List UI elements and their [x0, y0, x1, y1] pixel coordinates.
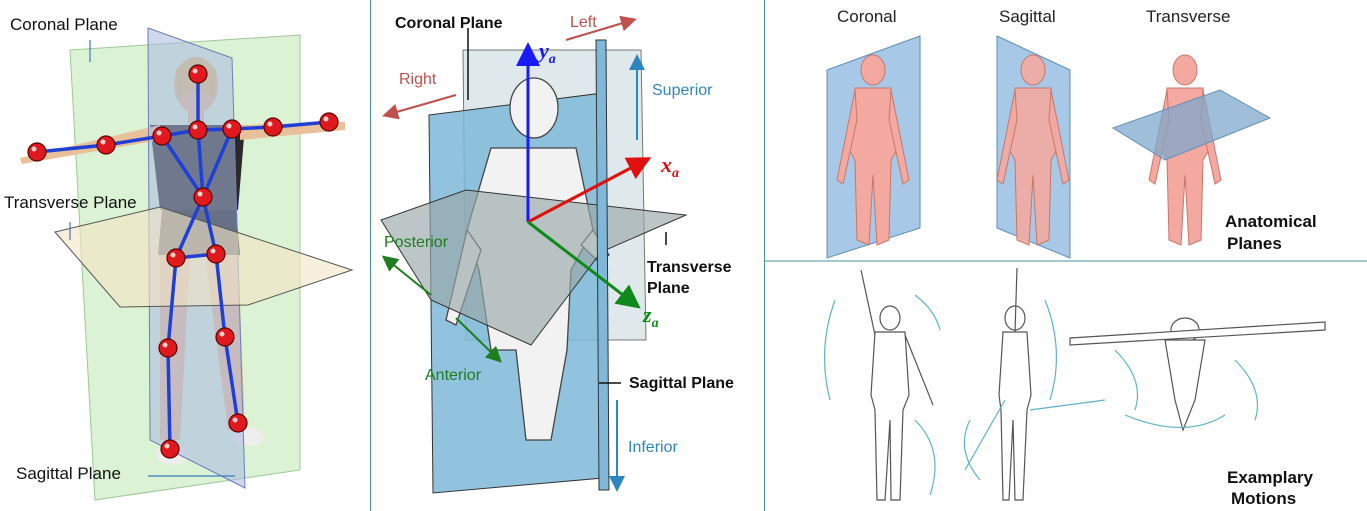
motion-coronal-figure — [823, 269, 941, 501]
anatomical-planes-label-1: Anatomical — [1225, 212, 1317, 231]
bone-lsh-spine — [160, 135, 205, 198]
joint-highlight-neck — [192, 124, 198, 130]
axes-figure: Coronal Plane Transverse Plane Sagittal … — [380, 14, 734, 494]
dir-superior-label: Superior — [652, 82, 713, 99]
joint-highlight-lan — [164, 443, 170, 449]
sagittal-example — [996, 35, 1071, 259]
exemplary-motions-label-1: Examplary — [1227, 468, 1314, 487]
joint-rsh — [222, 119, 242, 139]
joint-highlight-lsh — [156, 130, 162, 136]
joint-ran — [228, 413, 248, 433]
joint-highlight-lhip — [170, 252, 176, 258]
transverse-example — [1111, 54, 1272, 246]
joint-lkn — [158, 338, 178, 358]
mid-transverse-label-2: Plane — [647, 280, 690, 297]
dir-inferior-label: Inferior — [628, 439, 678, 456]
motion-transverse-figure — [1069, 317, 1326, 432]
joint-lel — [96, 135, 116, 155]
exemplary-motions-label-2: Motions — [1231, 489, 1296, 508]
joint-highlight-rwr — [323, 116, 329, 122]
joint-rel — [263, 117, 283, 137]
mid-sagittal-label: Sagittal Plane — [629, 375, 734, 392]
anatomical-planes-panel: Coronal Sagittal Transverse Anatomical P… — [765, 0, 1367, 511]
axis-x-label: xa — [660, 152, 679, 181]
left-coronal-label: Coronal Plane — [10, 15, 118, 34]
divider-right — [764, 0, 765, 511]
joint-neck — [188, 120, 208, 140]
dir-right-label: Right — [399, 71, 437, 88]
joint-lan — [160, 439, 180, 459]
joint-rkn — [215, 327, 235, 347]
left-transverse-label: Transverse Plane — [4, 193, 137, 212]
joint-spine — [193, 187, 213, 207]
joint-highlight-rkn — [219, 331, 225, 337]
left-sagittal-label: Sagittal Plane — [16, 464, 121, 483]
joint-lsh — [152, 126, 172, 146]
bone-rkn-ran — [223, 336, 240, 424]
joint-lwr — [27, 142, 47, 162]
right-coronal-label: Coronal — [837, 7, 897, 26]
bone-spine-rhip — [201, 196, 218, 255]
anatomical-figure: Coronal Sagittal Transverse Anatomical P… — [765, 7, 1367, 508]
joint-highlight-lel — [100, 139, 106, 145]
joint-rhip — [206, 244, 226, 264]
bone-neck-spine — [196, 129, 205, 198]
joint-lhip — [166, 248, 186, 268]
bone-rhip-rkn — [214, 253, 227, 338]
anatomical-planes-label-2: Planes — [1227, 234, 1282, 253]
exemplary-motion-sketches — [823, 267, 1326, 501]
coronal-example — [826, 35, 921, 259]
dir-anterior-label: Anterior — [425, 367, 482, 384]
bone-lkn-lan — [166, 347, 172, 450]
axes-planes-panel: Coronal Plane Transverse Plane Sagittal … — [371, 0, 764, 511]
joint-highlight-rsh — [226, 123, 232, 129]
joint-highlight-rel — [267, 121, 273, 127]
joint-highlight-lkn — [162, 342, 168, 348]
right-sagittal-label: Sagittal — [999, 7, 1056, 26]
bone-lel-lwr — [36, 143, 107, 154]
joint-highlight-spine — [197, 191, 203, 197]
axis-z-label: za — [642, 302, 659, 331]
dir-posterior-label: Posterior — [384, 234, 449, 251]
motion-sagittal-figure — [963, 267, 1106, 501]
joint-rwr — [319, 112, 339, 132]
skeleton-joints — [27, 64, 339, 459]
mid-coronal-label: Coronal Plane — [395, 15, 503, 32]
joint-highlight-head — [192, 68, 198, 74]
joint-highlight-rhip — [210, 248, 216, 254]
joint-head — [188, 64, 208, 84]
bone-spine-lhip — [174, 196, 205, 259]
axis-y-label: ya — [536, 38, 556, 67]
mid-transverse-label-1: Transverse — [647, 259, 732, 276]
joint-highlight-lwr — [31, 146, 37, 152]
skeleton-planes-panel: Coronal Plane Transverse Plane Sagittal … — [0, 0, 370, 511]
bone-lhip-lkn — [166, 257, 178, 349]
right-transverse-label: Transverse — [1146, 7, 1230, 26]
dir-left-label: Left — [570, 14, 597, 31]
divider-left — [370, 0, 371, 511]
joint-highlight-ran — [232, 417, 238, 423]
skeleton-figure: Coronal Plane Transverse Plane Sagittal … — [4, 15, 354, 501]
bone-rsh-spine — [201, 128, 234, 198]
